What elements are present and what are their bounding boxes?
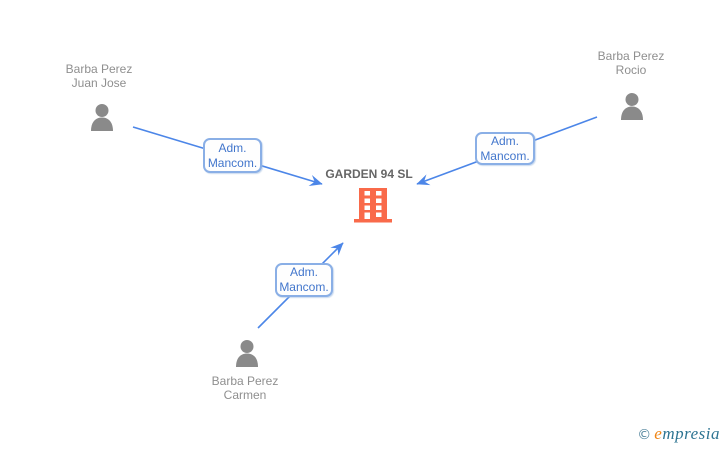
person-name-rocio[interactable]: Barba Perez Rocio [598,49,665,77]
company-name[interactable]: GARDEN 94 SL [325,167,413,181]
person-icon-rocio[interactable] [618,92,646,120]
person-icon-juan-jose[interactable] [88,103,116,131]
brand-first-letter: e [654,424,663,443]
person-name-juan-jose[interactable]: Barba Perez Juan Jose [66,62,133,90]
person-silhouette-icon [91,104,113,131]
person-name-line2: Juan Jose [71,76,127,90]
person-name-line1: Barba Perez [211,374,279,388]
edge-role-line1: Adm. [490,133,519,148]
person-name-line1: Barba Perez [597,49,665,63]
edge-role-line1: Adm. [289,265,318,279]
edge-label-rocio: Adm. Mancom. [475,132,535,165]
person-silhouette-icon [621,93,643,120]
building-icon [354,188,392,223]
copyright-icon: © [637,427,652,443]
empresia-logo[interactable]: ©empresia [637,424,720,444]
edge-role-line2: Mancom. [207,155,258,170]
edge-role-line2: Mancom. [480,148,530,163]
edge-label-carmen: Adm. Mancom. [275,263,333,297]
company-building-icon[interactable] [354,188,392,223]
person-name-line1: Barba Perez [65,62,133,76]
edge-role-line1: Adm. [218,140,247,155]
brand-rest: mpresia [662,424,720,443]
person-name-line2: Carmen [223,388,267,402]
person-name-carmen[interactable]: Barba Perez Carmen [212,374,279,402]
person-icon-carmen[interactable] [233,339,261,367]
edge-role-line2: Mancom. [279,280,329,294]
edge-label-juan-jose: Adm. Mancom. [203,138,262,173]
person-name-line2: Rocio [615,63,647,77]
person-silhouette-icon [236,340,258,367]
